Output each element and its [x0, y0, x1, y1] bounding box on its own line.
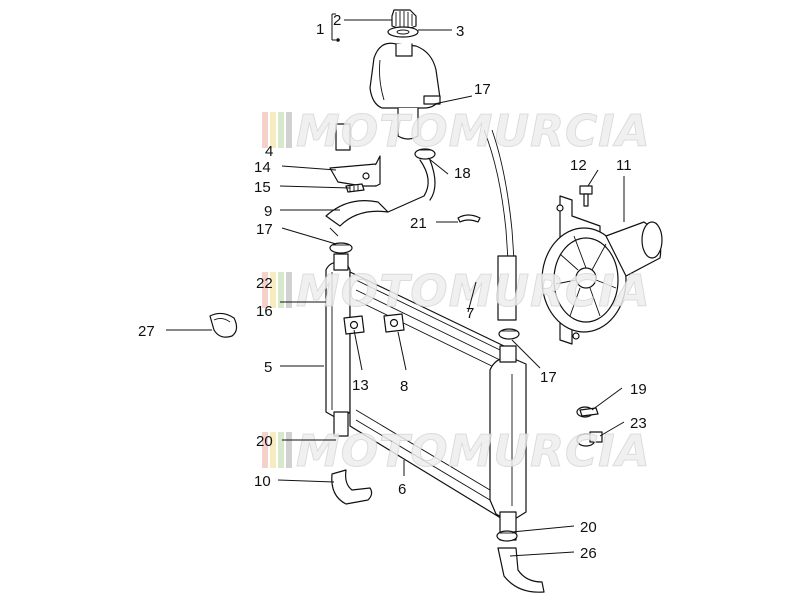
- cap-seal: [387, 26, 419, 38]
- label-part-11: 11: [616, 157, 632, 174]
- label-part-21: 21: [410, 215, 427, 232]
- expansion-tank: [335, 42, 441, 151]
- watermark-text: MOTOMURCIA: [296, 426, 651, 477]
- watermark-stripe: [270, 272, 276, 308]
- label-part-17-left: 17: [256, 221, 273, 238]
- band-clamp: [209, 312, 238, 338]
- label-part-26: 26: [580, 545, 597, 562]
- watermark: MOTOMURCIA: [262, 426, 651, 478]
- watermark-stripe: [270, 112, 276, 148]
- label-part-3: 3: [456, 23, 464, 40]
- radiator: [325, 253, 527, 541]
- label-part-4: 4: [265, 143, 273, 160]
- watermark-stripe: [286, 432, 292, 468]
- label-part-12: 12: [570, 157, 587, 174]
- watermark-text: MOTOMURCIA: [296, 106, 651, 157]
- cooling-fan: [541, 195, 663, 345]
- hose-clamp: [576, 406, 599, 418]
- hose-clamp: [498, 328, 520, 340]
- label-part-5: 5: [264, 359, 272, 376]
- label-part-19: 19: [630, 381, 647, 398]
- spring-clamp: [457, 214, 481, 223]
- label-part-8: 8: [400, 378, 408, 395]
- label-part-13: 13: [352, 377, 369, 394]
- coolant-hose: [325, 159, 436, 237]
- watermark: MOTOMURCIA: [262, 106, 651, 158]
- hose-clamp: [414, 148, 436, 160]
- mounting-screw: [345, 183, 365, 193]
- label-part-1: 1: [316, 21, 324, 38]
- label-part-23: 23: [630, 415, 647, 432]
- label-part-20-left: 20: [256, 433, 273, 450]
- label-part-17-right: 17: [540, 369, 557, 386]
- label-part-10: 10: [254, 473, 271, 490]
- filler-cap: [391, 9, 417, 30]
- hose-clamp: [576, 431, 603, 447]
- watermark-stripe: [278, 432, 284, 468]
- callout-labels: 1 2 3 4 5 6 7 8 9 10 11 12 13 14 15 16 1…: [138, 12, 647, 562]
- label-part-14: 14: [254, 159, 271, 176]
- label-part-17-top: 17: [474, 81, 491, 98]
- label-part-16: 16: [256, 303, 273, 320]
- watermark-text: MOTOMURCIA: [296, 266, 651, 317]
- watermark-stripe: [278, 112, 284, 148]
- leader-lines: [166, 13, 625, 557]
- watermark-stripe: [262, 112, 268, 148]
- label-part-22: 22: [256, 275, 273, 292]
- hose-clamp: [329, 242, 353, 254]
- label-part-15: 15: [254, 179, 271, 196]
- fan-screw: [579, 185, 593, 207]
- label-part-6: 6: [398, 481, 406, 498]
- rubber-grommet: [343, 315, 365, 335]
- tank-bracket: [329, 155, 381, 187]
- label-part-18: 18: [454, 165, 471, 182]
- watermark-stripe: [262, 272, 268, 308]
- label-part-7: 7: [466, 305, 474, 322]
- hose-clamp: [496, 530, 518, 542]
- watermark-stripe: [286, 272, 292, 308]
- lower-hose: [331, 469, 373, 505]
- watermark: MOTOMURCIA: [262, 266, 651, 318]
- watermark-stripe: [262, 432, 268, 468]
- vent-hose: [483, 129, 517, 321]
- label-part-27: 27: [138, 323, 155, 340]
- label-part-2: 2: [333, 12, 341, 29]
- watermark-stripe: [278, 272, 284, 308]
- watermark-stripe: [270, 432, 276, 468]
- outlet-hose: [497, 547, 545, 593]
- label-part-9: 9: [264, 203, 272, 220]
- label-part-20-right: 20: [580, 519, 597, 536]
- rubber-grommet: [383, 313, 405, 333]
- watermark-stripe: [286, 112, 292, 148]
